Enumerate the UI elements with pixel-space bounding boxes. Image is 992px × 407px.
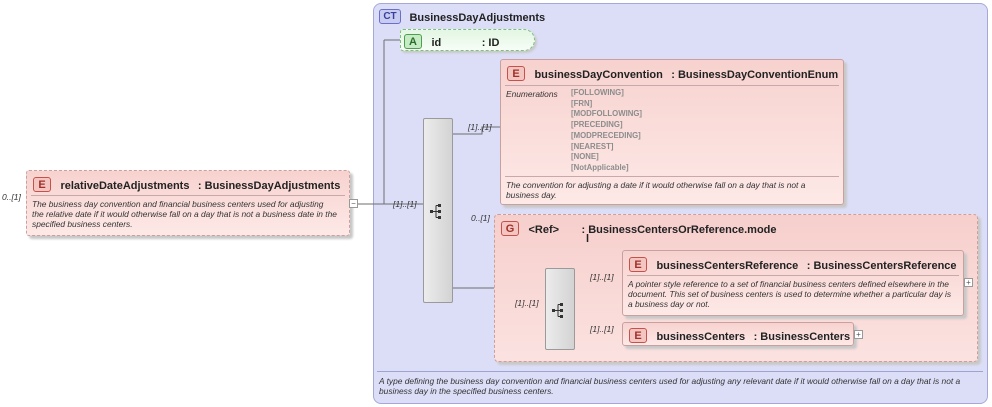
attribute-id-card[interactable]: A id : ID: [400, 29, 535, 51]
root-collapse-toggle[interactable]: −: [349, 199, 358, 208]
centers-reference-expand-toggle[interactable]: +: [964, 278, 973, 287]
enumeration-item: [NEAREST]: [571, 141, 614, 151]
sequence-icon: [552, 303, 563, 318]
convention-divider-top: [505, 85, 839, 86]
convention-element-card[interactable]: E businessDayConvention : BusinessDayCon…: [500, 59, 844, 205]
convention-multiplicity: [1]..[1]: [468, 122, 492, 132]
convention-element-badge: E: [507, 66, 525, 82]
group-multiplicity: 0..[1]: [471, 213, 490, 223]
convention-element-type: : BusinessDayConventionEnum: [671, 69, 839, 81]
complex-type-badge: CT: [379, 9, 401, 25]
root-element-name: relativeDateAdjustments: [60, 180, 190, 192]
centers-element-badge: E: [629, 328, 647, 344]
enumeration-item: [FRN]: [571, 98, 593, 108]
root-element-card[interactable]: E relativeDateAdjustments : BusinessDayA…: [26, 170, 350, 236]
enumeration-item: [NotApplicable]: [571, 162, 629, 172]
root-element-documentation: The business day convention and financia…: [32, 199, 337, 229]
centers-reference-divider: [627, 275, 959, 276]
group-name: <Ref>: [528, 224, 560, 236]
convention-documentation: The convention for adjusting a date if i…: [506, 180, 806, 200]
centers-reference-card[interactable]: E businessCentersReference : BusinessCen…: [622, 250, 964, 316]
enumeration-item: [MODPRECEDING]: [571, 130, 641, 140]
centers-reference-type: : BusinessCentersReference: [806, 260, 957, 272]
root-element-type: : BusinessDayAdjustments: [197, 180, 341, 192]
inner-sequence-multiplicity: [1]..[1]: [515, 298, 539, 308]
group-badge: G: [501, 221, 519, 237]
complex-type-name[interactable]: BusinessDayAdjustments: [409, 12, 546, 24]
centers-reference-badge: E: [629, 257, 647, 273]
sequence-multiplicity: [1]..[1]: [393, 199, 417, 209]
complex-type-documentation: A type defining the business day convent…: [379, 376, 961, 396]
inner-sequence-compositor[interactable]: [545, 268, 575, 350]
enumeration-item: [NONE]: [571, 152, 599, 162]
complex-type-header: CT BusinessDayAdjustments: [379, 8, 545, 26]
enumeration-item: [PRECEDING]: [571, 120, 623, 130]
sequence-icon: [430, 204, 441, 219]
enumeration-list: [FOLLOWING] [FRN] [MODFOLLOWING] [PRECED…: [571, 88, 642, 174]
centers-element-type: : BusinessCenters: [753, 331, 851, 343]
root-element-divider: [31, 195, 345, 196]
centers-reference-documentation: A pointer style reference to a set of fi…: [628, 279, 952, 309]
complex-type-doc-divider: [377, 371, 983, 372]
attribute-type: : ID: [481, 37, 500, 49]
convention-divider-bottom: [505, 176, 839, 177]
group-type-tail: l: [586, 233, 590, 245]
convention-element-name: businessDayConvention: [534, 69, 663, 81]
enumeration-item: [FOLLOWING]: [571, 88, 624, 97]
root-multiplicity: 0..[1]: [2, 192, 21, 202]
centers-reference-name: businessCentersReference: [656, 260, 799, 272]
centers-expand-toggle[interactable]: +: [854, 330, 863, 339]
centers-element-name: businessCenters: [656, 331, 746, 343]
root-element-badge: E: [33, 177, 51, 193]
centers-reference-multiplicity: [1]..[1]: [590, 272, 614, 282]
enumerations-label: Enumerations: [506, 89, 558, 99]
centers-multiplicity: [1]..[1]: [590, 324, 614, 334]
enumeration-item: [MODFOLLOWING]: [571, 109, 643, 119]
attribute-badge: A: [404, 34, 422, 50]
centers-element-card[interactable]: E businessCenters : BusinessCenters: [622, 322, 854, 346]
attribute-name: id: [431, 37, 442, 49]
group-type: : BusinessCentersOrReference.mode: [581, 224, 777, 236]
sequence-compositor[interactable]: [423, 118, 453, 303]
